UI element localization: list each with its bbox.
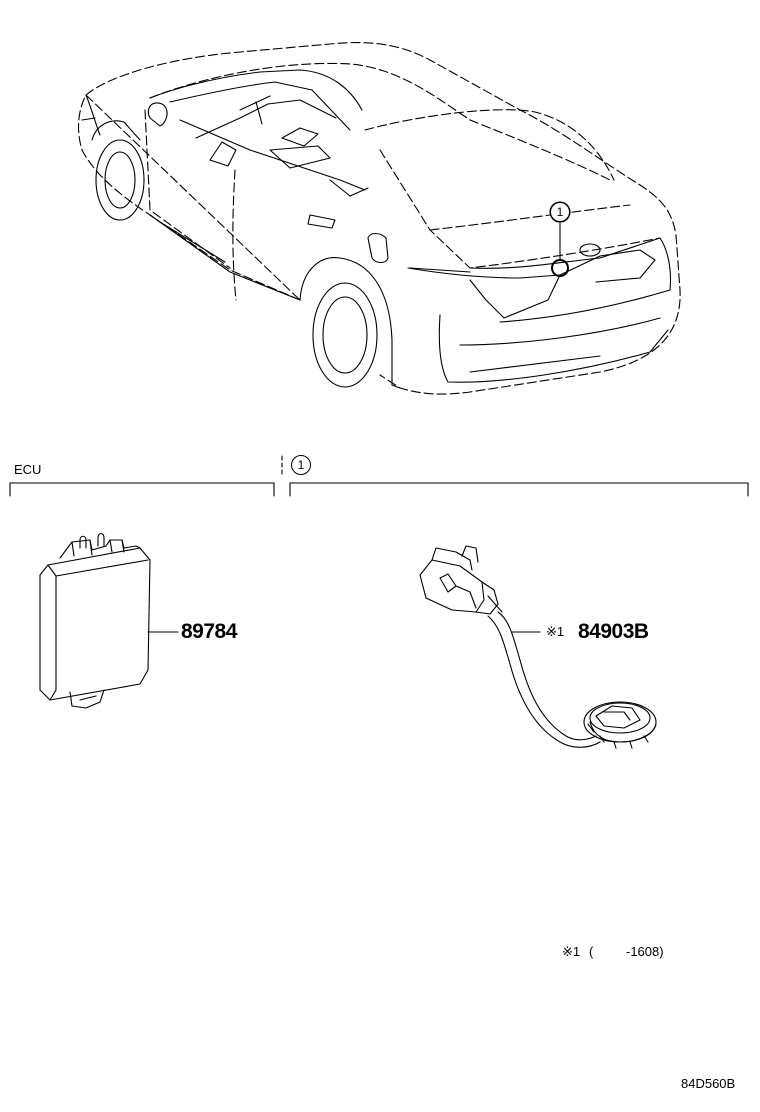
part-note-marker: ※1 — [546, 624, 565, 639]
footnote-range: -1608) — [626, 944, 664, 959]
part-number-ecu[interactable]: 89784 — [181, 620, 237, 643]
cable-assy-drawing — [419, 545, 657, 749]
ecu-group-label: ECU — [14, 462, 42, 477]
part1-group-bracket — [289, 482, 749, 497]
footnote-paren: ( — [589, 944, 594, 959]
part1-group-marker: 1 — [291, 455, 311, 475]
drawing-code: 84D560B — [681, 1076, 736, 1091]
footnote-mark: ※1 — [562, 944, 581, 959]
ecu-module-drawing — [39, 532, 179, 709]
part-number-cable[interactable]: 84903B — [578, 620, 649, 643]
ecu-group-bracket — [9, 482, 275, 497]
vehicle-illustration — [77, 42, 681, 395]
car-callout-marker: 1 — [550, 202, 570, 222]
